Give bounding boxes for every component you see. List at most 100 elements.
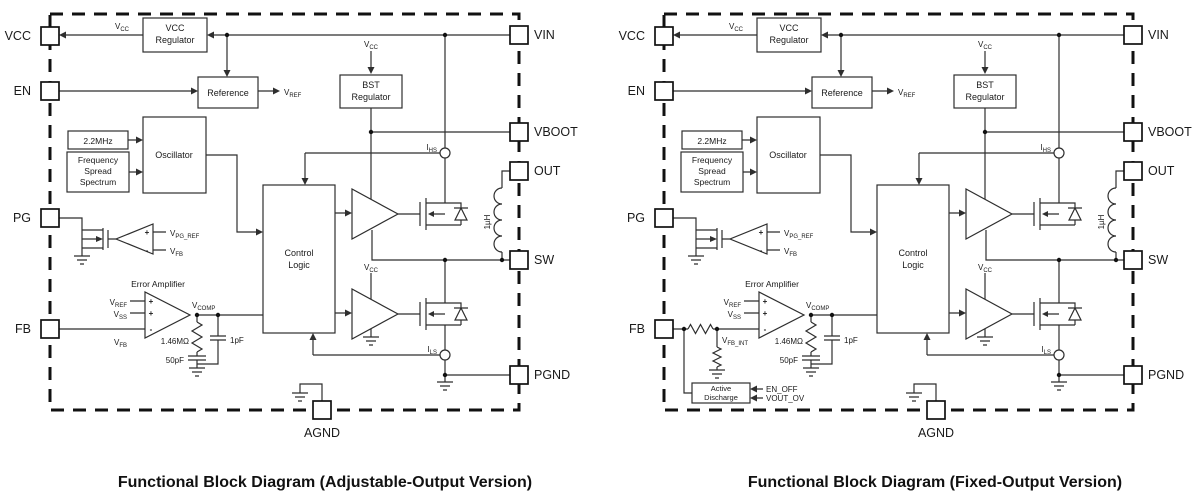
vfb-int-label: VFB_INT [722, 336, 748, 347]
pins: VCC EN PG FB VIN VBOOT OUT SW PGND AGND [619, 25, 1192, 440]
error-amplifier [144, 291, 192, 339]
pin-pgnd [1123, 365, 1143, 385]
svg-text:OUT: OUT [1148, 164, 1175, 178]
svg-text:Spread: Spread [84, 166, 112, 176]
pin-en [40, 81, 60, 101]
active-discharge-block [691, 382, 751, 404]
pg-comparator [728, 223, 768, 255]
pin-vin [1123, 25, 1143, 45]
svg-text:VCC: VCC [619, 29, 645, 43]
ea-vfb-label: VFB [114, 338, 127, 349]
pin-fb [40, 319, 60, 339]
svg-text:Frequency: Frequency [692, 155, 733, 165]
svg-text:+: + [149, 309, 154, 318]
caption-fixed: Functional Block Diagram (Fixed-Output V… [747, 474, 1123, 491]
pin-sw [1123, 250, 1143, 270]
ic-boundary [48, 12, 521, 412]
bst-regulator-block [339, 74, 403, 109]
svg-text:-: - [146, 246, 149, 255]
driver-vcc-label: VCC [978, 263, 993, 274]
spread-spectrum-block [66, 151, 130, 193]
high-side-driver [965, 187, 1014, 241]
ea-vref-label: VREF [724, 298, 742, 309]
pg-vfb-label: VFB [170, 247, 183, 258]
driver-vcc-label: VCC [364, 263, 379, 274]
svg-text:+: + [763, 297, 768, 306]
compensation-resistor [190, 321, 204, 353]
arrowheads [59, 31, 375, 340]
fixed-diagram: VCC Regulator Reference BST Regulator Os… [619, 12, 1192, 440]
ihs-label: IHS [426, 143, 437, 154]
pg-mosfet [81, 228, 109, 256]
caption-adjustable: Functional Block Diagram (Adjustable-Out… [117, 474, 533, 491]
svg-text:Logic: Logic [288, 260, 310, 270]
svg-text:FB: FB [629, 322, 645, 336]
svg-text:VCC: VCC [779, 23, 799, 33]
ihs-current-sensor [1053, 147, 1065, 159]
svg-text:+: + [145, 228, 150, 237]
bst-regulator-label: BST [362, 80, 380, 90]
svg-text:FB: FB [15, 322, 31, 336]
svg-text:Regulator: Regulator [351, 92, 390, 102]
pin-pg [654, 208, 674, 228]
svg-text:-: - [764, 325, 767, 334]
wiring [59, 34, 510, 401]
svg-text:EN: EN [628, 84, 645, 98]
svg-text:Reference: Reference [821, 88, 863, 98]
ihs-current-sensor [439, 147, 451, 159]
svg-text:Regulator: Regulator [965, 92, 1004, 102]
svg-text:AGND: AGND [918, 426, 954, 440]
arrowheads [673, 31, 989, 402]
c-hf-label: 1pF [230, 336, 244, 345]
low-side-driver [965, 287, 1014, 341]
svg-text:Oscillator: Oscillator [769, 150, 807, 160]
oscillator-block [142, 116, 207, 194]
svg-text:SW: SW [1148, 253, 1168, 267]
vcomp-label: VCOMP [192, 301, 215, 312]
ils-label: ILS [1041, 345, 1051, 356]
svg-text:Regulator: Regulator [769, 35, 808, 45]
frequency-block [681, 130, 743, 150]
svg-text:-: - [150, 325, 153, 334]
ea-vss-label: VSS [114, 310, 127, 321]
pin-vcc [40, 26, 60, 46]
reference-label: Reference [207, 88, 249, 98]
pg-mosfet-body-arrow [96, 236, 103, 242]
svg-text:VIN: VIN [1148, 28, 1169, 42]
svg-text:Regulator: Regulator [155, 35, 194, 45]
junction-dots [194, 32, 505, 378]
r-comp-label: 1.46MΩ [161, 337, 189, 346]
bst-vcc-label: VCC [364, 40, 379, 51]
ils-current-sensor [439, 349, 451, 361]
error-amplifier-label: Error Amplifier [131, 279, 185, 289]
wiring [673, 34, 1124, 401]
junction-dots [681, 32, 1119, 378]
low-side-mosfet [419, 298, 445, 330]
svg-text:VBOOT: VBOOT [1148, 125, 1192, 139]
frequency-label: 2.2MHz [83, 136, 112, 146]
compensation-caps [802, 335, 840, 361]
error-amplifier [758, 291, 806, 339]
svg-text:VCC: VCC [5, 29, 31, 43]
svg-text:2.2MHz: 2.2MHz [697, 136, 726, 146]
vcc-net-label: VCC [115, 22, 130, 33]
pin-out [509, 161, 529, 181]
en-off-label: EN_OFF [766, 385, 798, 394]
low-side-driver [351, 287, 400, 341]
reference-block [811, 76, 873, 109]
vcc-regulator-block [142, 17, 208, 53]
inductor-coil [493, 187, 503, 253]
block-diagrams-canvas: VCC Regulator Reference BST Regulator Os… [5, 12, 1192, 440]
control-logic-label: Control [284, 248, 313, 258]
r-comp-label: 1.46MΩ [775, 337, 803, 346]
ils-current-sensor [1053, 349, 1065, 361]
vref-net-label: VREF [284, 88, 302, 99]
high-side-mosfet [1033, 198, 1059, 230]
vcomp-label: VCOMP [806, 301, 829, 312]
vpg-ref-label: VPG_REF [170, 229, 200, 240]
vcc-regulator-block [756, 17, 822, 53]
pin-vboot [1123, 122, 1143, 142]
control-logic-block [876, 184, 950, 334]
svg-text:Spectrum: Spectrum [80, 177, 116, 187]
svg-text:PG: PG [13, 211, 31, 225]
